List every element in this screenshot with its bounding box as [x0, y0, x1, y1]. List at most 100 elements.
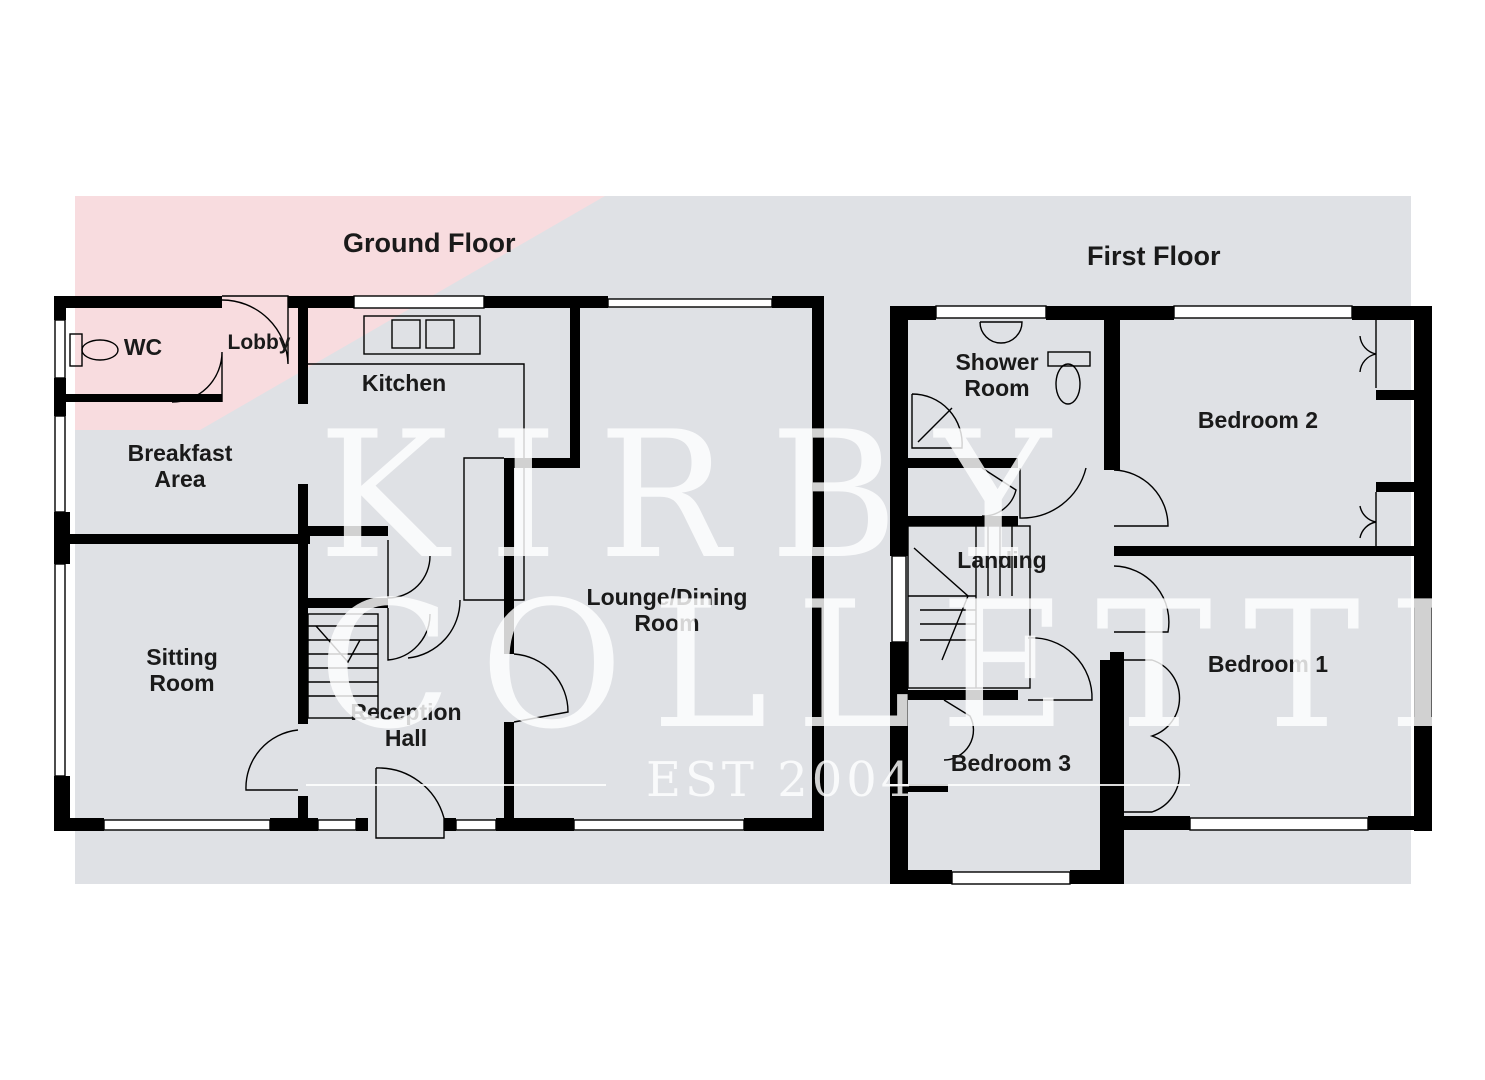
ff-wall-right: [1414, 306, 1432, 831]
room-label-shower-line2: Room: [964, 375, 1030, 401]
gf-door-cupboard: [387, 540, 431, 599]
gf-hall-left-wall: [298, 484, 308, 724]
room-label-lounge-dining: Lounge/Dining Room: [587, 584, 748, 636]
accent-corner: [75, 196, 605, 430]
room-label-shower-line1: Shower: [955, 349, 1039, 375]
ff-shower-right-wall: [1104, 320, 1114, 470]
gf-wall-left-d: [54, 776, 70, 831]
gf-hall-bottom-left: [298, 796, 308, 822]
gf-wall-left-c: [54, 512, 70, 564]
watermark-rule-left: [306, 784, 606, 786]
gf-window-sitting-front: [103, 819, 271, 831]
gf-lobby-right-wall: [298, 308, 308, 404]
ff-bed3-top-wall: [908, 690, 1018, 700]
gf-door-lounge: [513, 653, 569, 723]
gf-cupboard-wall-a: [308, 526, 388, 536]
ff-bed3-cupboard-wall: [908, 784, 948, 792]
gf-wall-bottom-a: [54, 818, 104, 831]
gf-sink-unit: [363, 315, 481, 355]
gf-wall-top-mid: [288, 296, 354, 308]
ff-wall-bottom-a: [890, 870, 952, 884]
ground-floor-title: Ground Floor: [343, 228, 516, 258]
gf-kitchen-right-wall: [570, 308, 580, 466]
gf-door-sitting: [245, 729, 299, 791]
gf-wall-top-mid2: [484, 296, 608, 308]
room-label-bedroom-1: Bedroom 1: [1207, 651, 1329, 677]
ff-wall-top-c: [1352, 306, 1432, 320]
ground-floor-plan: [54, 296, 824, 831]
gf-wall-right: [812, 296, 824, 831]
gf-door-lobby: [221, 295, 289, 365]
gf-wall-bottom-c: [356, 818, 368, 831]
room-label-reception-line2: Hall: [384, 725, 428, 751]
gf-door-cupboard2: [387, 608, 431, 661]
watermark-rule-right: [890, 784, 1190, 786]
gf-wc-bottom-wall: [66, 394, 222, 402]
first-floor-title: First Floor: [1087, 241, 1221, 271]
gf-window-lounge-back: [607, 298, 773, 308]
ff-shower-tray: [911, 393, 963, 449]
gf-sitting-top-wall: [70, 534, 310, 544]
room-label-landing: Landing: [957, 547, 1047, 573]
ff-stairs: [907, 525, 1031, 689]
first-floor-plan: [890, 306, 1432, 884]
room-label-wc: WC: [123, 334, 163, 360]
room-label-bedroom-3: Bedroom 3: [950, 750, 1072, 776]
gf-wall-left-a: [54, 296, 66, 320]
gf-wall-bottom-b: [270, 818, 318, 831]
ff-wardrobe-bed2-b: [1359, 492, 1377, 548]
ff-wardrobe-wall-a: [1376, 390, 1414, 400]
ff-wc-pan: [1055, 363, 1081, 405]
ff-bed1-left-wall: [1110, 652, 1124, 820]
room-label-lounge-line2: Room: [634, 610, 700, 636]
ff-wall-stepdown: [1110, 816, 1124, 884]
room-label-sitting-line2: Room: [149, 670, 215, 696]
room-label-breakfast-line2: Area: [154, 466, 206, 492]
ff-bed2-bottom-wall: [1114, 546, 1414, 556]
gf-window-sitting-side: [54, 563, 66, 777]
room-label-sitting-line1: Sitting: [146, 644, 218, 670]
ff-door-cupboard: [981, 467, 1017, 517]
gf-lounge-left-wall: [504, 458, 514, 654]
ff-door-shower: [1019, 467, 1087, 519]
ff-door-bed3-cupboard: [943, 699, 975, 761]
ff-basin: [979, 321, 1023, 344]
gf-wall-left-b: [54, 378, 66, 416]
gf-door-hall-kitchen: [407, 599, 461, 659]
ff-wall-top-b: [1046, 306, 1174, 320]
room-label-shower-room: Shower Room: [955, 349, 1038, 401]
ff-door-bed1: [1113, 565, 1170, 633]
gf-window-wc: [54, 319, 66, 379]
gf-wall-bottom-d: [444, 818, 456, 831]
ff-bed2-left-wall: [1110, 320, 1120, 470]
room-label-reception-line1: Reception: [350, 699, 462, 725]
ff-wardrobe-bed2-a: [1359, 320, 1377, 388]
ff-wall-bottom-d: [1368, 816, 1432, 830]
ff-door-bed3: [1027, 637, 1093, 701]
room-label-reception-hall: Reception Hall: [350, 699, 461, 751]
ff-wardrobe-bed1: [1124, 659, 1181, 813]
ff-wc-cistern: [1047, 351, 1091, 367]
ff-window-bed3: [951, 871, 1071, 885]
gf-window-hall-a: [317, 819, 357, 831]
watermark-est: EST 2004: [646, 752, 916, 808]
ff-bed3-right-wall: [1100, 660, 1110, 870]
gf-kitchen-worktop: [308, 363, 525, 601]
room-label-lobby: Lobby: [227, 331, 291, 354]
ff-wall-bottom-c: [1110, 816, 1190, 830]
ff-landing-cupboard-wall: [908, 516, 1018, 526]
gf-lounge-left-wall-b: [504, 722, 514, 822]
ff-window-bed1: [1189, 817, 1369, 831]
ff-door-bed2: [1113, 469, 1169, 527]
room-label-bedroom-2: Bedroom 2: [1197, 407, 1319, 433]
room-label-sitting-room: Sitting Room: [146, 644, 218, 696]
gf-door-front: [375, 767, 445, 839]
watermark-kirby: KIRBY: [318, 395, 1091, 598]
gf-window-kitchen: [353, 295, 485, 309]
ff-wall-left-b: [890, 642, 908, 884]
gf-wall-top-left: [54, 296, 222, 308]
gf-window-lounge-front: [573, 819, 745, 831]
watermark-colletti: COLLETTI: [318, 565, 1485, 768]
gf-window-hall-b: [455, 819, 497, 831]
ff-shower-bottom-wall: [908, 458, 1018, 468]
